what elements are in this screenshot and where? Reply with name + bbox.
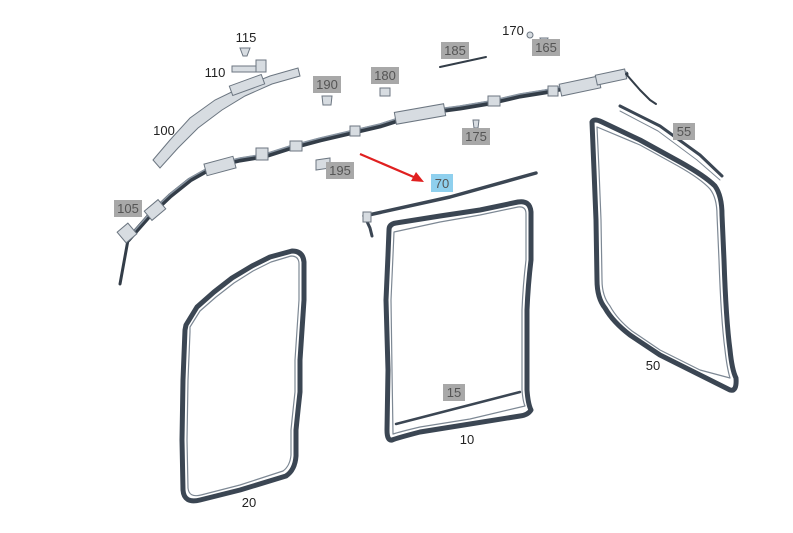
pointer-arrow — [359, 152, 424, 182]
svg-text:180: 180 — [374, 68, 396, 83]
tag-175[interactable]: 175 — [462, 128, 490, 145]
trim-part-100 — [152, 67, 301, 169]
fastener-110 — [231, 59, 267, 73]
door-seal-20 — [179, 248, 307, 504]
rod-185 — [439, 56, 487, 68]
tag-195[interactable]: 195 — [326, 162, 354, 179]
top-strip-70 — [362, 171, 538, 238]
tag-180[interactable]: 180 — [371, 67, 399, 84]
label-100[interactable]: 100 — [153, 123, 175, 138]
label-50[interactable]: 50 — [646, 358, 660, 373]
door-seal-10 — [383, 199, 534, 443]
svg-text:15: 15 — [447, 385, 461, 400]
tag-185[interactable]: 185 — [441, 42, 469, 59]
clip-175 — [472, 119, 480, 129]
tag-15[interactable]: 15 — [443, 384, 465, 401]
svg-text:190: 190 — [316, 77, 338, 92]
tag-70-highlighted[interactable]: 70 — [431, 174, 453, 192]
tag-105[interactable]: 105 — [114, 200, 142, 217]
svg-text:70: 70 — [435, 176, 449, 191]
curtain-airbag-assembly — [116, 68, 657, 286]
label-115[interactable]: 115 — [236, 30, 257, 45]
svg-text:165: 165 — [535, 40, 557, 55]
clip-190 — [321, 95, 333, 106]
tag-55[interactable]: 55 — [673, 123, 695, 140]
label-20[interactable]: 20 — [242, 495, 256, 510]
svg-text:105: 105 — [117, 201, 139, 216]
svg-text:195: 195 — [329, 163, 351, 178]
strip-55 — [618, 104, 724, 181]
tag-165[interactable]: 165 — [532, 39, 560, 56]
svg-text:185: 185 — [444, 43, 466, 58]
tag-190[interactable]: 190 — [313, 76, 341, 93]
label-170[interactable]: 170 — [502, 23, 524, 38]
label-10[interactable]: 10 — [460, 432, 474, 447]
door-seal-50 — [589, 117, 739, 393]
label-110[interactable]: 110 — [205, 65, 226, 80]
clip-180 — [379, 87, 391, 97]
svg-text:55: 55 — [677, 124, 691, 139]
svg-text:175: 175 — [465, 129, 487, 144]
fastener-115 — [239, 47, 251, 57]
